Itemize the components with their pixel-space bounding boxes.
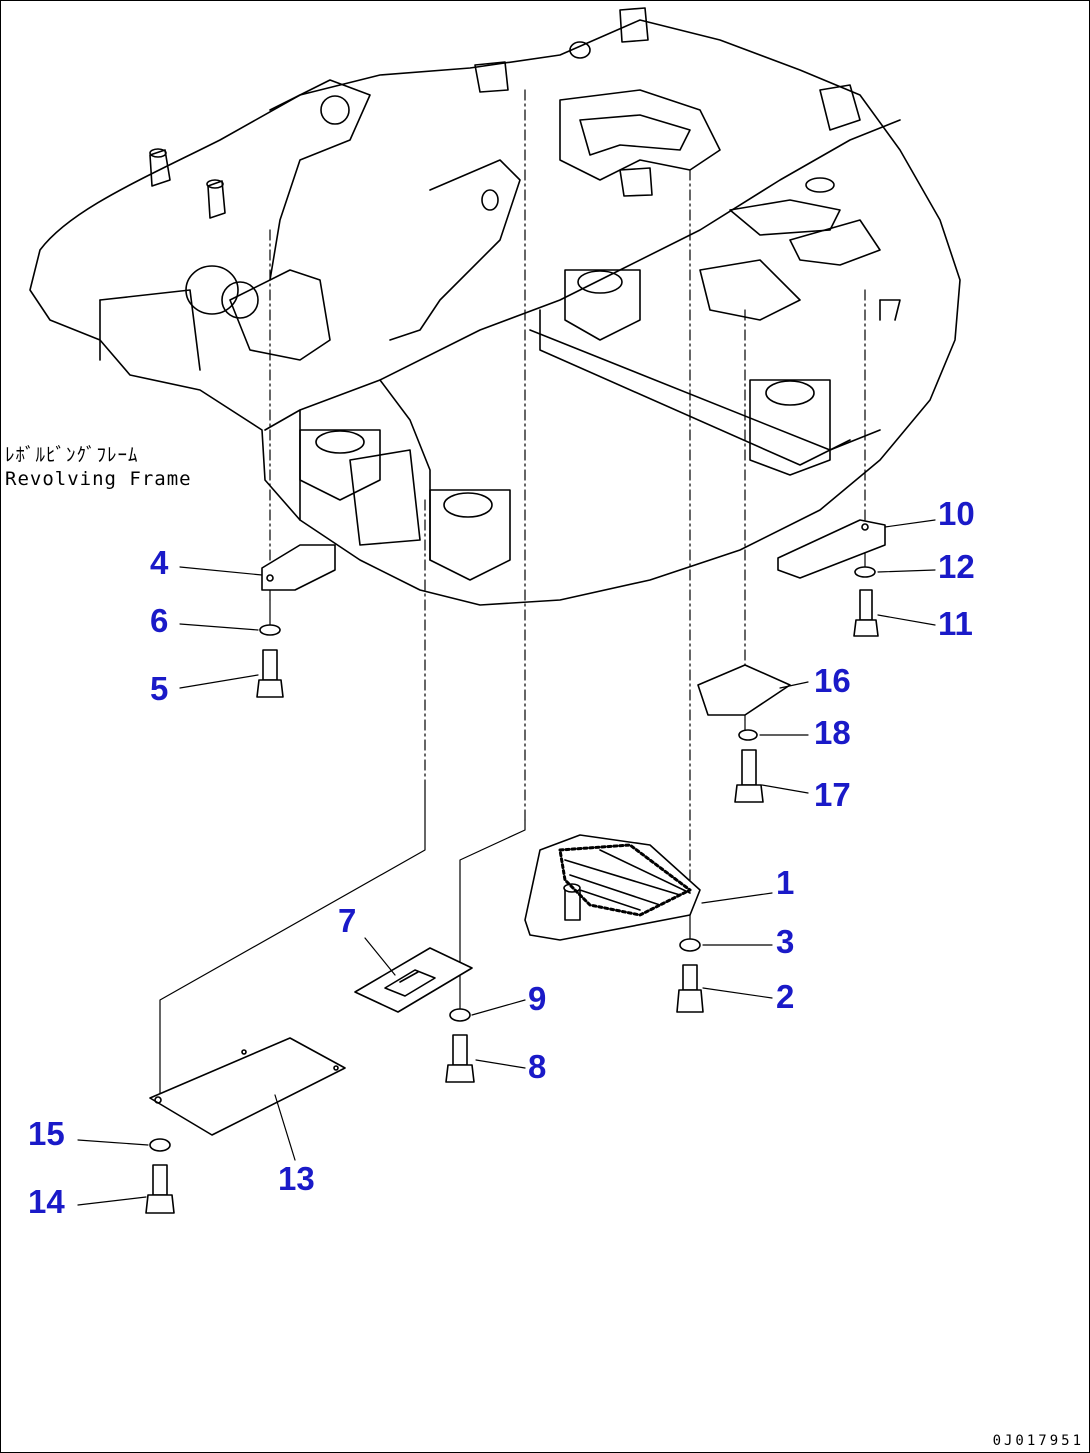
callout-1[interactable]: 1 <box>776 864 795 901</box>
connector-lines <box>159 539 866 1101</box>
washer-6 <box>259 624 281 636</box>
bolt-5 <box>256 649 284 698</box>
callout-17[interactable]: 17 <box>814 776 851 813</box>
cover-mesh-1 <box>524 834 701 941</box>
plate-4 <box>261 544 336 591</box>
callout-15[interactable]: 15 <box>28 1115 65 1152</box>
alignment-lines <box>269 89 866 891</box>
callout-4[interactable]: 4 <box>150 544 169 581</box>
bolt-8 <box>445 1034 475 1083</box>
callout-2[interactable]: 2 <box>776 978 795 1015</box>
callout-8[interactable]: 8 <box>528 1048 547 1085</box>
callout-11[interactable]: 11 <box>938 605 973 642</box>
callout-12[interactable]: 12 <box>938 548 975 585</box>
washer-3 <box>679 938 701 952</box>
callout-9[interactable]: 9 <box>528 980 547 1017</box>
cover-7 <box>354 947 473 1013</box>
callout-13[interactable]: 13 <box>278 1160 315 1197</box>
callout-18[interactable]: 18 <box>814 714 851 751</box>
frame-label-jp: ﾚﾎﾞﾙﾋﾞﾝｸﾞﾌﾚｰﾑ <box>5 444 139 466</box>
bolt-14 <box>145 1164 175 1214</box>
washer-9 <box>449 1008 471 1022</box>
callout-5[interactable]: 5 <box>150 670 169 707</box>
washer-15 <box>149 1138 171 1152</box>
cover-13 <box>149 1037 346 1136</box>
drawing-number: 0J017951 <box>992 1433 1084 1449</box>
callout-7[interactable]: 7 <box>338 902 357 939</box>
washer-18 <box>738 729 758 741</box>
revolving-frame <box>29 7 961 606</box>
washer-12 <box>854 566 876 578</box>
bolt-2 <box>676 964 704 1013</box>
plate-16 <box>697 664 791 716</box>
callout-14[interactable]: 14 <box>28 1183 65 1220</box>
frame-label-en: Revolving Frame <box>5 468 192 490</box>
bolt-11 <box>853 589 879 637</box>
bolt-17 <box>734 749 764 803</box>
callout-3[interactable]: 3 <box>776 923 795 960</box>
leader-lines <box>77 519 936 1206</box>
callout-10[interactable]: 10 <box>938 495 975 532</box>
callout-16[interactable]: 16 <box>814 662 851 699</box>
callout-6[interactable]: 6 <box>150 602 169 639</box>
plate-10 <box>777 519 886 579</box>
